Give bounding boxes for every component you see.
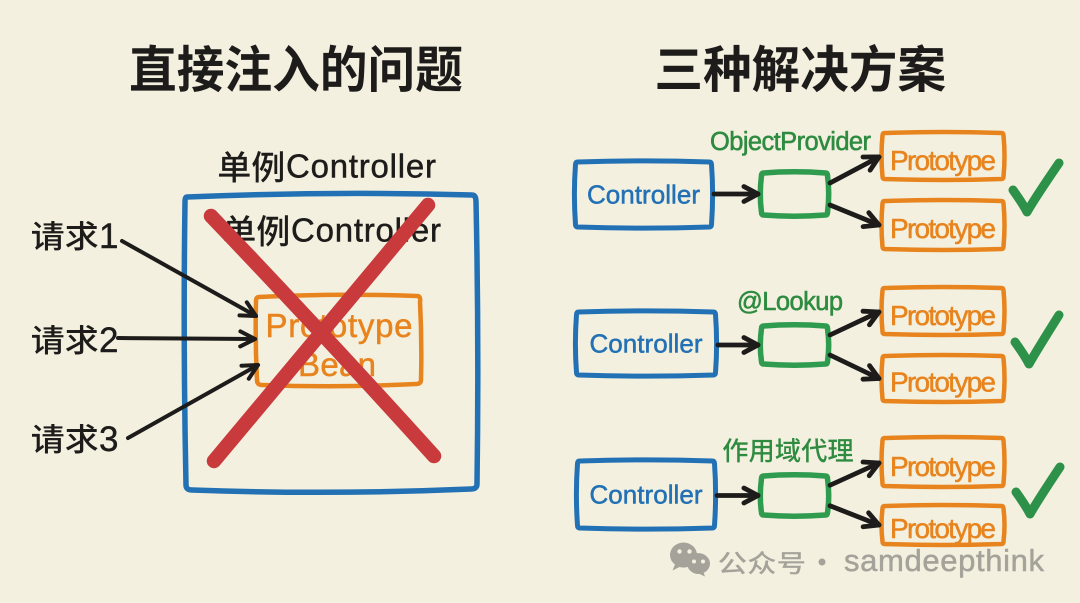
svg-text:Controller: Controller xyxy=(590,329,703,359)
svg-text:3: 3 xyxy=(99,420,118,459)
svg-text:@Lookup: @Lookup xyxy=(737,288,843,316)
svg-text:Prototype: Prototype xyxy=(890,300,996,331)
svg-text:1: 1 xyxy=(99,217,118,256)
svg-text:Controller: Controller xyxy=(587,180,700,210)
svg-text:ObjectProvider: ObjectProvider xyxy=(710,128,872,156)
svg-text:Prototype: Prototype xyxy=(890,451,996,482)
svg-text:Prototype: Prototype xyxy=(890,213,996,244)
svg-text:samdeepthink: samdeepthink xyxy=(844,543,1045,578)
svg-text:Controller: Controller xyxy=(286,148,436,185)
svg-text:Prototype: Prototype xyxy=(890,145,996,176)
svg-text:2: 2 xyxy=(99,321,118,360)
svg-text:Prototype: Prototype xyxy=(890,367,996,398)
svg-text:Prototype: Prototype xyxy=(890,513,996,544)
svg-text:Controller: Controller xyxy=(590,480,703,510)
